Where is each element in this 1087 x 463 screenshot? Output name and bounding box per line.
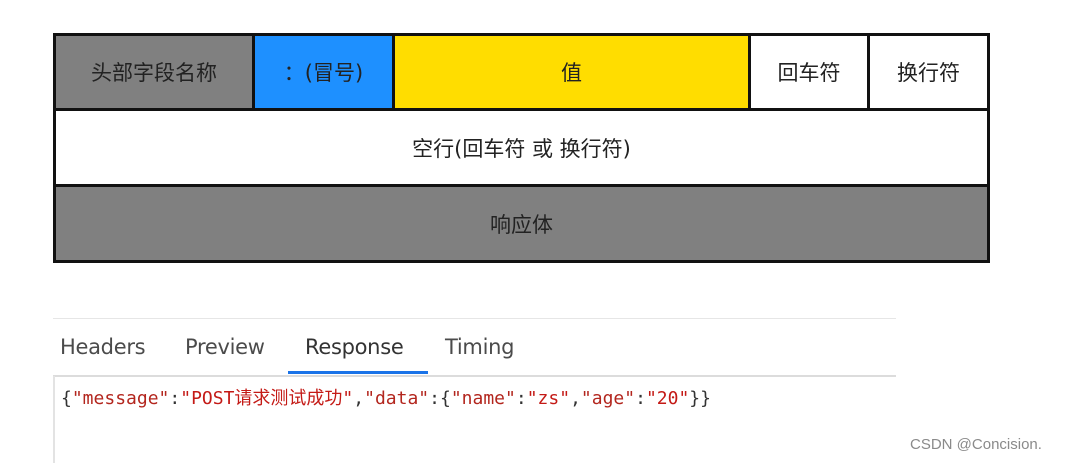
colon-cell: ：(冒号) [252,33,395,111]
json-value-name: "zs" [526,388,571,409]
json-brace-close: }} [689,388,711,409]
blank-line-row: 空行(回车符 或 换行符) [53,108,990,187]
response-json: {"message":"POST请求测试成功","data":{"name":"… [61,384,711,410]
tab-timing[interactable]: Timing [445,335,515,359]
value-label: 值 [561,61,582,85]
json-comma: , [570,388,581,409]
json-key-age: "age" [580,388,636,409]
tab-response[interactable]: Response [305,335,404,359]
json-value-message: "POST请求测试成功" [180,388,354,409]
json-colon: : [429,388,440,409]
blank-line-label: 空行(回车符 或 换行符) [412,136,631,161]
active-tab-indicator [288,371,428,374]
carriage-return-cell: 回车符 [748,33,870,111]
json-brace: { [439,388,451,409]
tab-headers[interactable]: Headers [60,335,146,359]
header-line-row: 头部字段名称 ：(冒号) 值 回车符 换行符 [53,33,990,111]
json-brace: { [61,388,72,409]
colon-label: ：(冒号) [283,61,364,85]
json-key-message: "message" [71,388,170,409]
header-field-name-cell: 头部字段名称 [53,33,255,111]
tab-preview[interactable]: Preview [185,335,265,359]
json-key-data: "data" [364,388,430,409]
json-colon: : [169,388,181,409]
devtools-tab-bar: Headers Preview Response Timing [53,318,896,377]
watermark: CSDN @Concision. [910,436,1042,453]
json-colon: : [515,388,527,409]
json-key-name: "name" [450,388,516,409]
json-comma: , [353,388,365,409]
value-cell: 值 [392,33,751,111]
http-response-format-diagram: 头部字段名称 ：(冒号) 值 回车符 换行符 空行(回车符 或 换行符) 响应体 [53,33,990,263]
carriage-return-label: 回车符 [777,61,841,85]
response-body-row: 响应体 [53,184,990,263]
devtools-network-panel: Headers Preview Response Timing {"messag… [53,318,896,463]
header-field-name-label: 头部字段名称 [91,61,217,85]
response-body-label: 响应体 [490,212,553,237]
line-feed-label: 换行符 [897,61,960,85]
line-feed-cell: 换行符 [867,33,990,111]
response-content: {"message":"POST请求测试成功","data":{"name":"… [53,376,898,463]
json-colon: : [635,388,646,409]
json-value-age: "20" [645,388,690,409]
